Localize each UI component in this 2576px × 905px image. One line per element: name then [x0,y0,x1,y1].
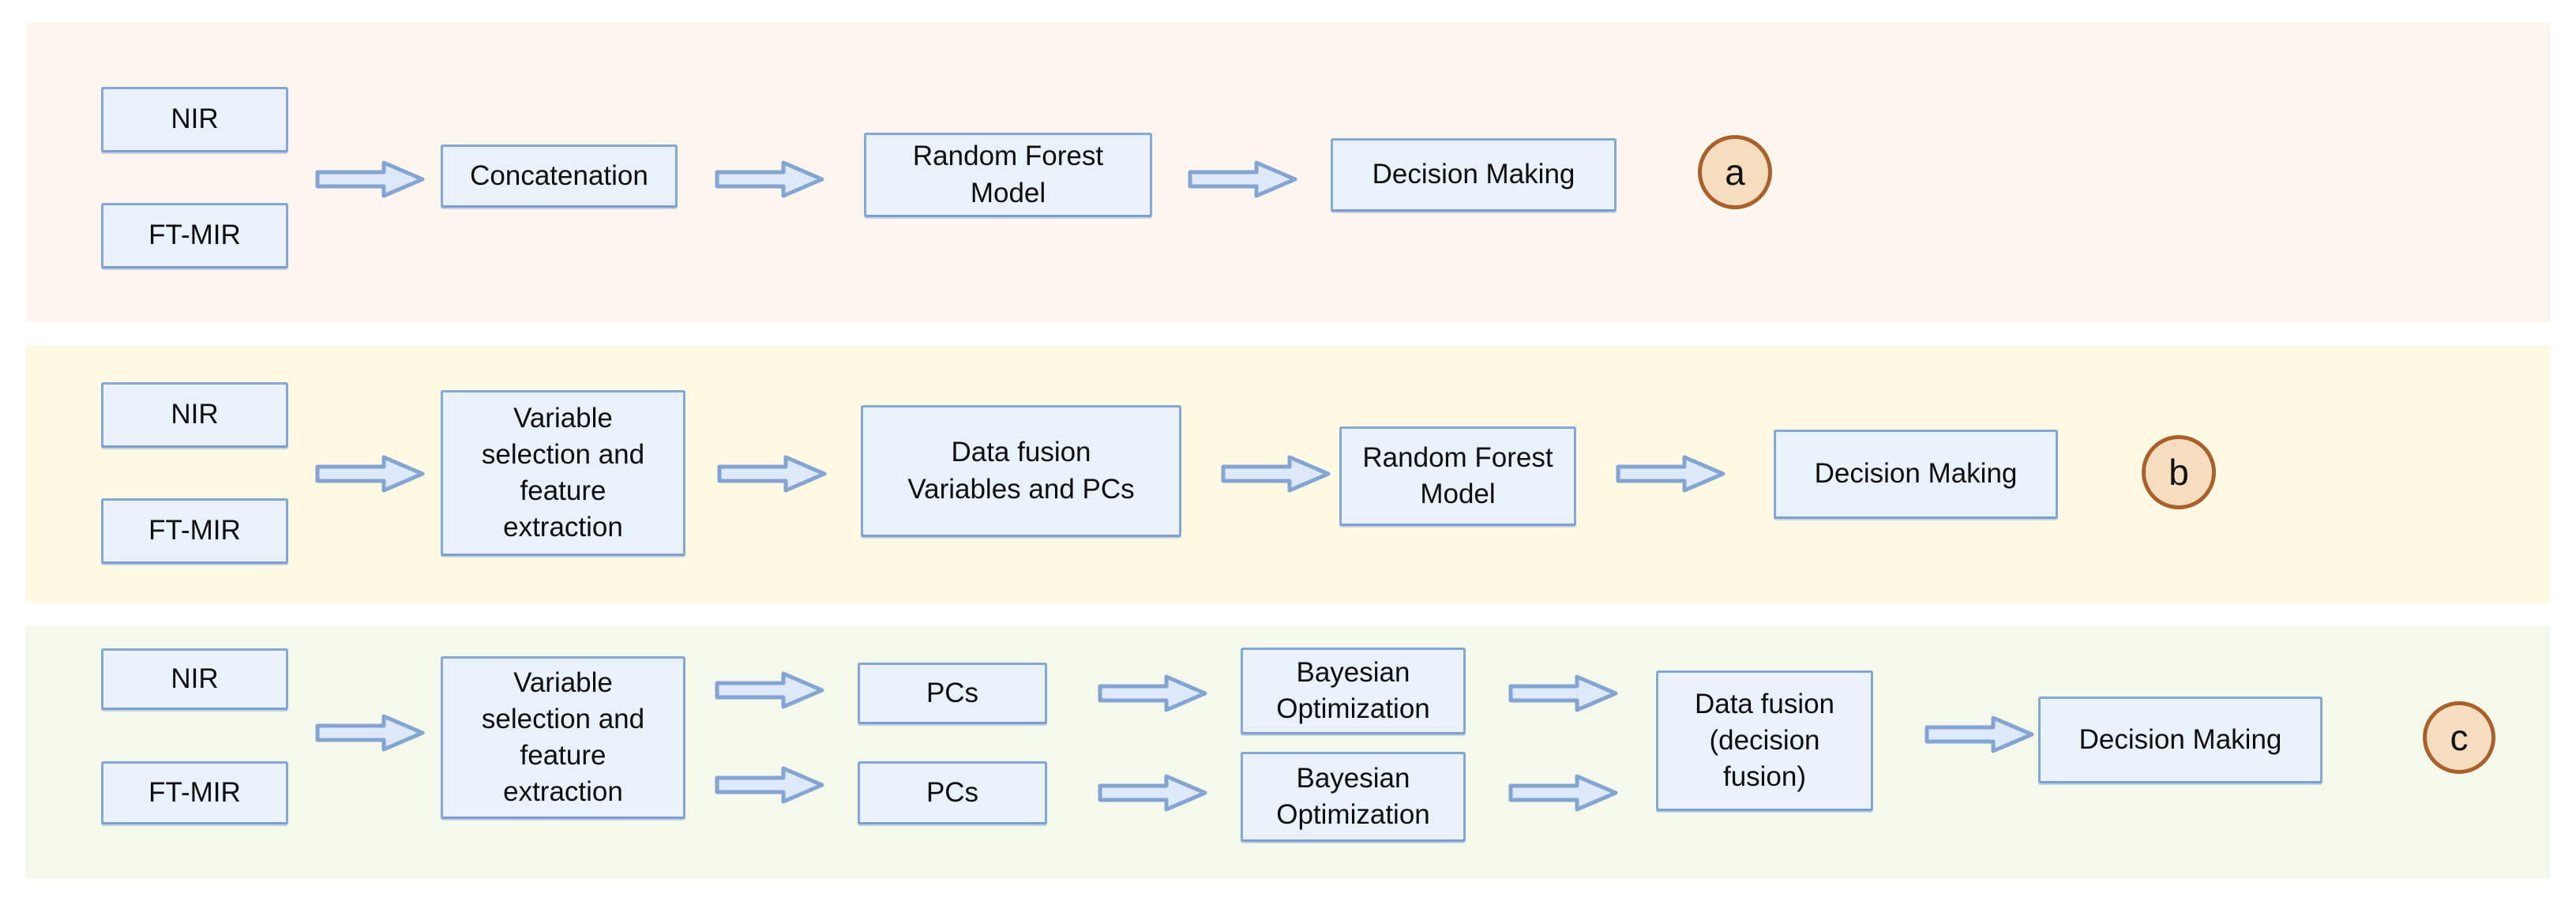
arrow-right-icon [1098,674,1207,712]
arrow-right-icon [1508,674,1618,712]
arrow-right-icon [1508,774,1618,812]
box-variable-selection: Variable selection and feature extractio… [441,390,685,556]
box-decision-making: Decision Making [2038,697,2323,783]
box-concatenation: Concatenation [441,145,678,208]
box-random-forest-model: Random Forest Model [1339,426,1576,526]
arrow-right-icon [315,455,425,493]
arrow-right-icon [1098,774,1207,812]
box-nir: NIR [101,382,288,448]
arrow-right-icon [715,160,824,198]
box-pcs-top: PCs [858,663,1047,724]
panel-a: NIR FT-MIR Concatenation Random Forest M… [26,22,2550,322]
arrow-right-icon [315,714,425,752]
box-ft-mir: FT-MIR [101,203,288,268]
arrow-right-icon [1188,160,1297,198]
badge-a: a [1698,135,1772,209]
box-bayesian-optimization-top: Bayesian Optimization [1241,648,1466,734]
panel-c: NIR FT-MIR Variable selection and featur… [26,625,2550,879]
arrow-right-icon [715,671,824,709]
box-ft-mir: FT-MIR [101,498,288,564]
box-bayesian-optimization-bottom: Bayesian Optimization [1241,752,1466,842]
box-random-forest-model: Random Forest Model [864,133,1152,217]
arrow-right-icon [1221,455,1331,493]
badge-b: b [2142,435,2216,509]
box-data-fusion-decision: Data fusion (decision fusion) [1656,670,1873,811]
box-pcs-bottom: PCs [858,761,1047,824]
box-data-fusion-variables-pcs: Data fusion Variables and PCs [861,405,1181,537]
arrow-right-icon [715,766,824,804]
arrow-right-icon [1924,715,2034,753]
arrow-right-icon [1616,455,1725,493]
box-variable-selection: Variable selection and feature extractio… [441,656,685,819]
box-decision-making: Decision Making [1774,430,2058,519]
badge-c: c [2423,701,2495,774]
box-nir: NIR [101,87,288,152]
arrow-right-icon [717,455,827,493]
box-decision-making: Decision Making [1331,138,1617,212]
box-ft-mir: FT-MIR [101,761,288,824]
arrow-right-icon [315,160,425,198]
box-nir: NIR [101,648,288,710]
panel-b: NIR FT-MIR Variable selection and featur… [26,346,2550,603]
